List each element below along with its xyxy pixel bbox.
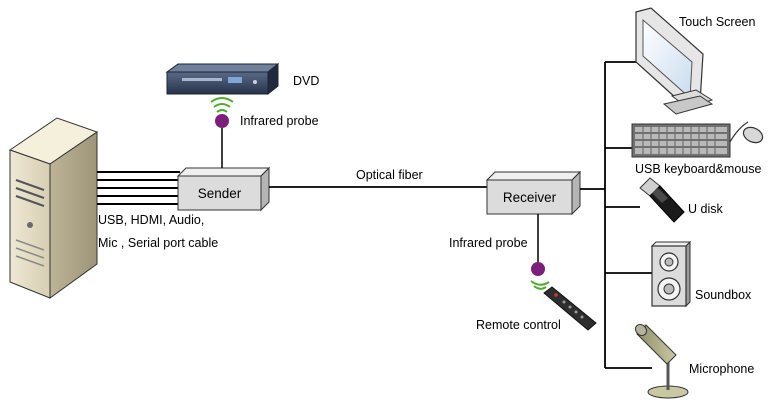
source-cables-label-line2: Mic , Serial port cable [98,236,219,250]
receiver-label: Receiver [502,190,557,205]
receiver-infrared-probe-label: Infrared probe [449,236,528,250]
pc-tower-icon [8,117,99,299]
receiver-box [485,170,582,216]
sender-infrared-probe-label: Infrared probe [240,114,319,128]
source-cables [97,171,180,205]
receiver-infrared-probe-icon [530,214,550,290]
remote-control-label: Remote control [476,318,561,332]
sender-label: Sender [197,186,242,201]
output-label-soundbox: Soundbox [695,288,752,302]
optical-fiber-label: Optical fiber [356,168,423,182]
output-label-u-disk: U disk [688,202,723,216]
usb-drive-icon [639,177,685,223]
microphone-icon [634,323,689,399]
output-label-keyboard-mouse: USB keyboard&mouse [635,162,762,176]
dvd-label: DVD [293,74,320,88]
sender-box [176,166,271,212]
remote-control-icon [543,286,597,331]
output-label-microphone: Microphone [689,362,755,376]
dvd-player-icon [165,62,280,96]
speaker-icon [650,240,692,308]
monitor-icon [635,7,714,115]
sender-infrared-probe-icon [210,97,234,168]
output-bus [604,61,652,369]
output-label-touch-screen: Touch Screen [679,15,756,29]
source-cables-label: USB, HDMI, Audio, [98,213,205,227]
keyboard-mouse-icon [631,121,764,158]
